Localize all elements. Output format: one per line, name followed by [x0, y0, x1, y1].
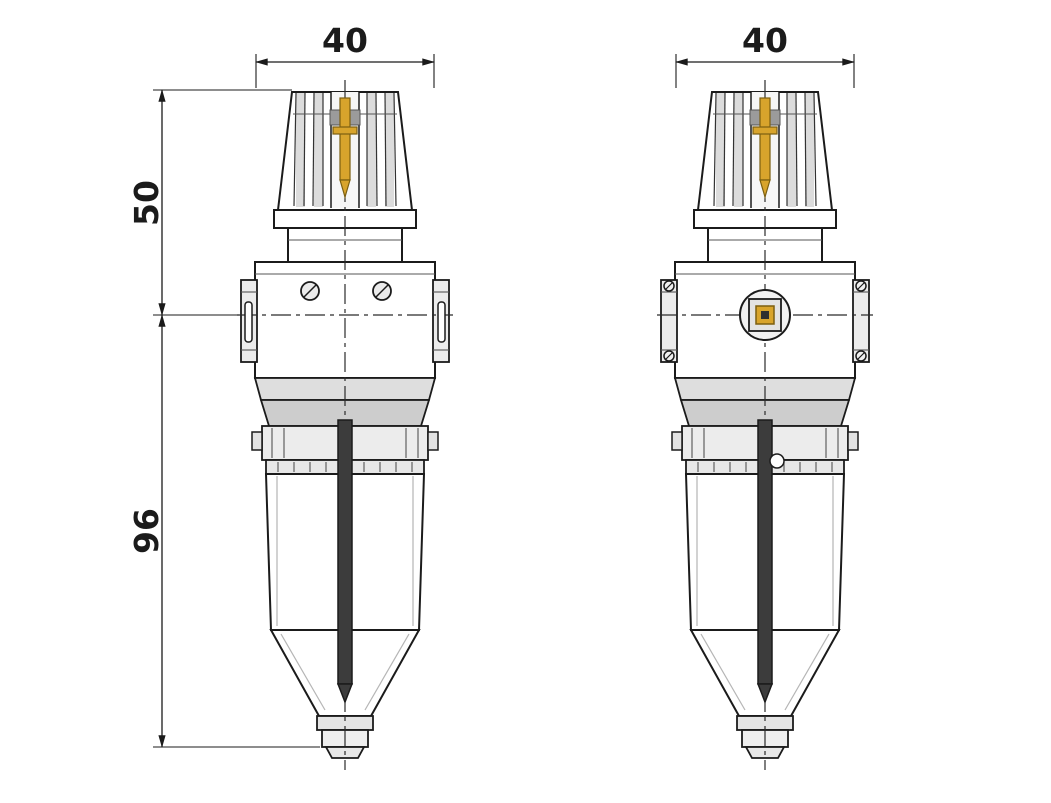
front-view: 40 50 96 — [127, 21, 454, 771]
tab-slot-right — [437, 301, 446, 343]
tab-hole-bottom-right — [855, 350, 867, 362]
tab-hole-bottom-left — [663, 350, 675, 362]
square-port-fitting — [739, 289, 791, 341]
dimension-height-upper: 50 — [127, 89, 292, 316]
tab-slot-left — [244, 301, 253, 343]
sight-dome — [769, 453, 785, 469]
dimension-label-width-front: 40 — [322, 21, 368, 60]
tab-hole-top-right — [855, 280, 867, 292]
dimension-label-height-lower: 96 — [127, 508, 166, 554]
dimension-height-lower: 96 — [127, 314, 320, 748]
body-screw-left — [300, 281, 320, 301]
side-view: 40 — [656, 21, 874, 771]
dimension-label-width-side: 40 — [742, 21, 788, 60]
dimension-width-side: 40 — [675, 21, 855, 88]
tab-hole-top-left — [663, 280, 675, 292]
dimension-width-front: 40 — [255, 21, 435, 88]
dimension-label-height-upper: 50 — [127, 180, 166, 226]
body-screw-right — [372, 281, 392, 301]
